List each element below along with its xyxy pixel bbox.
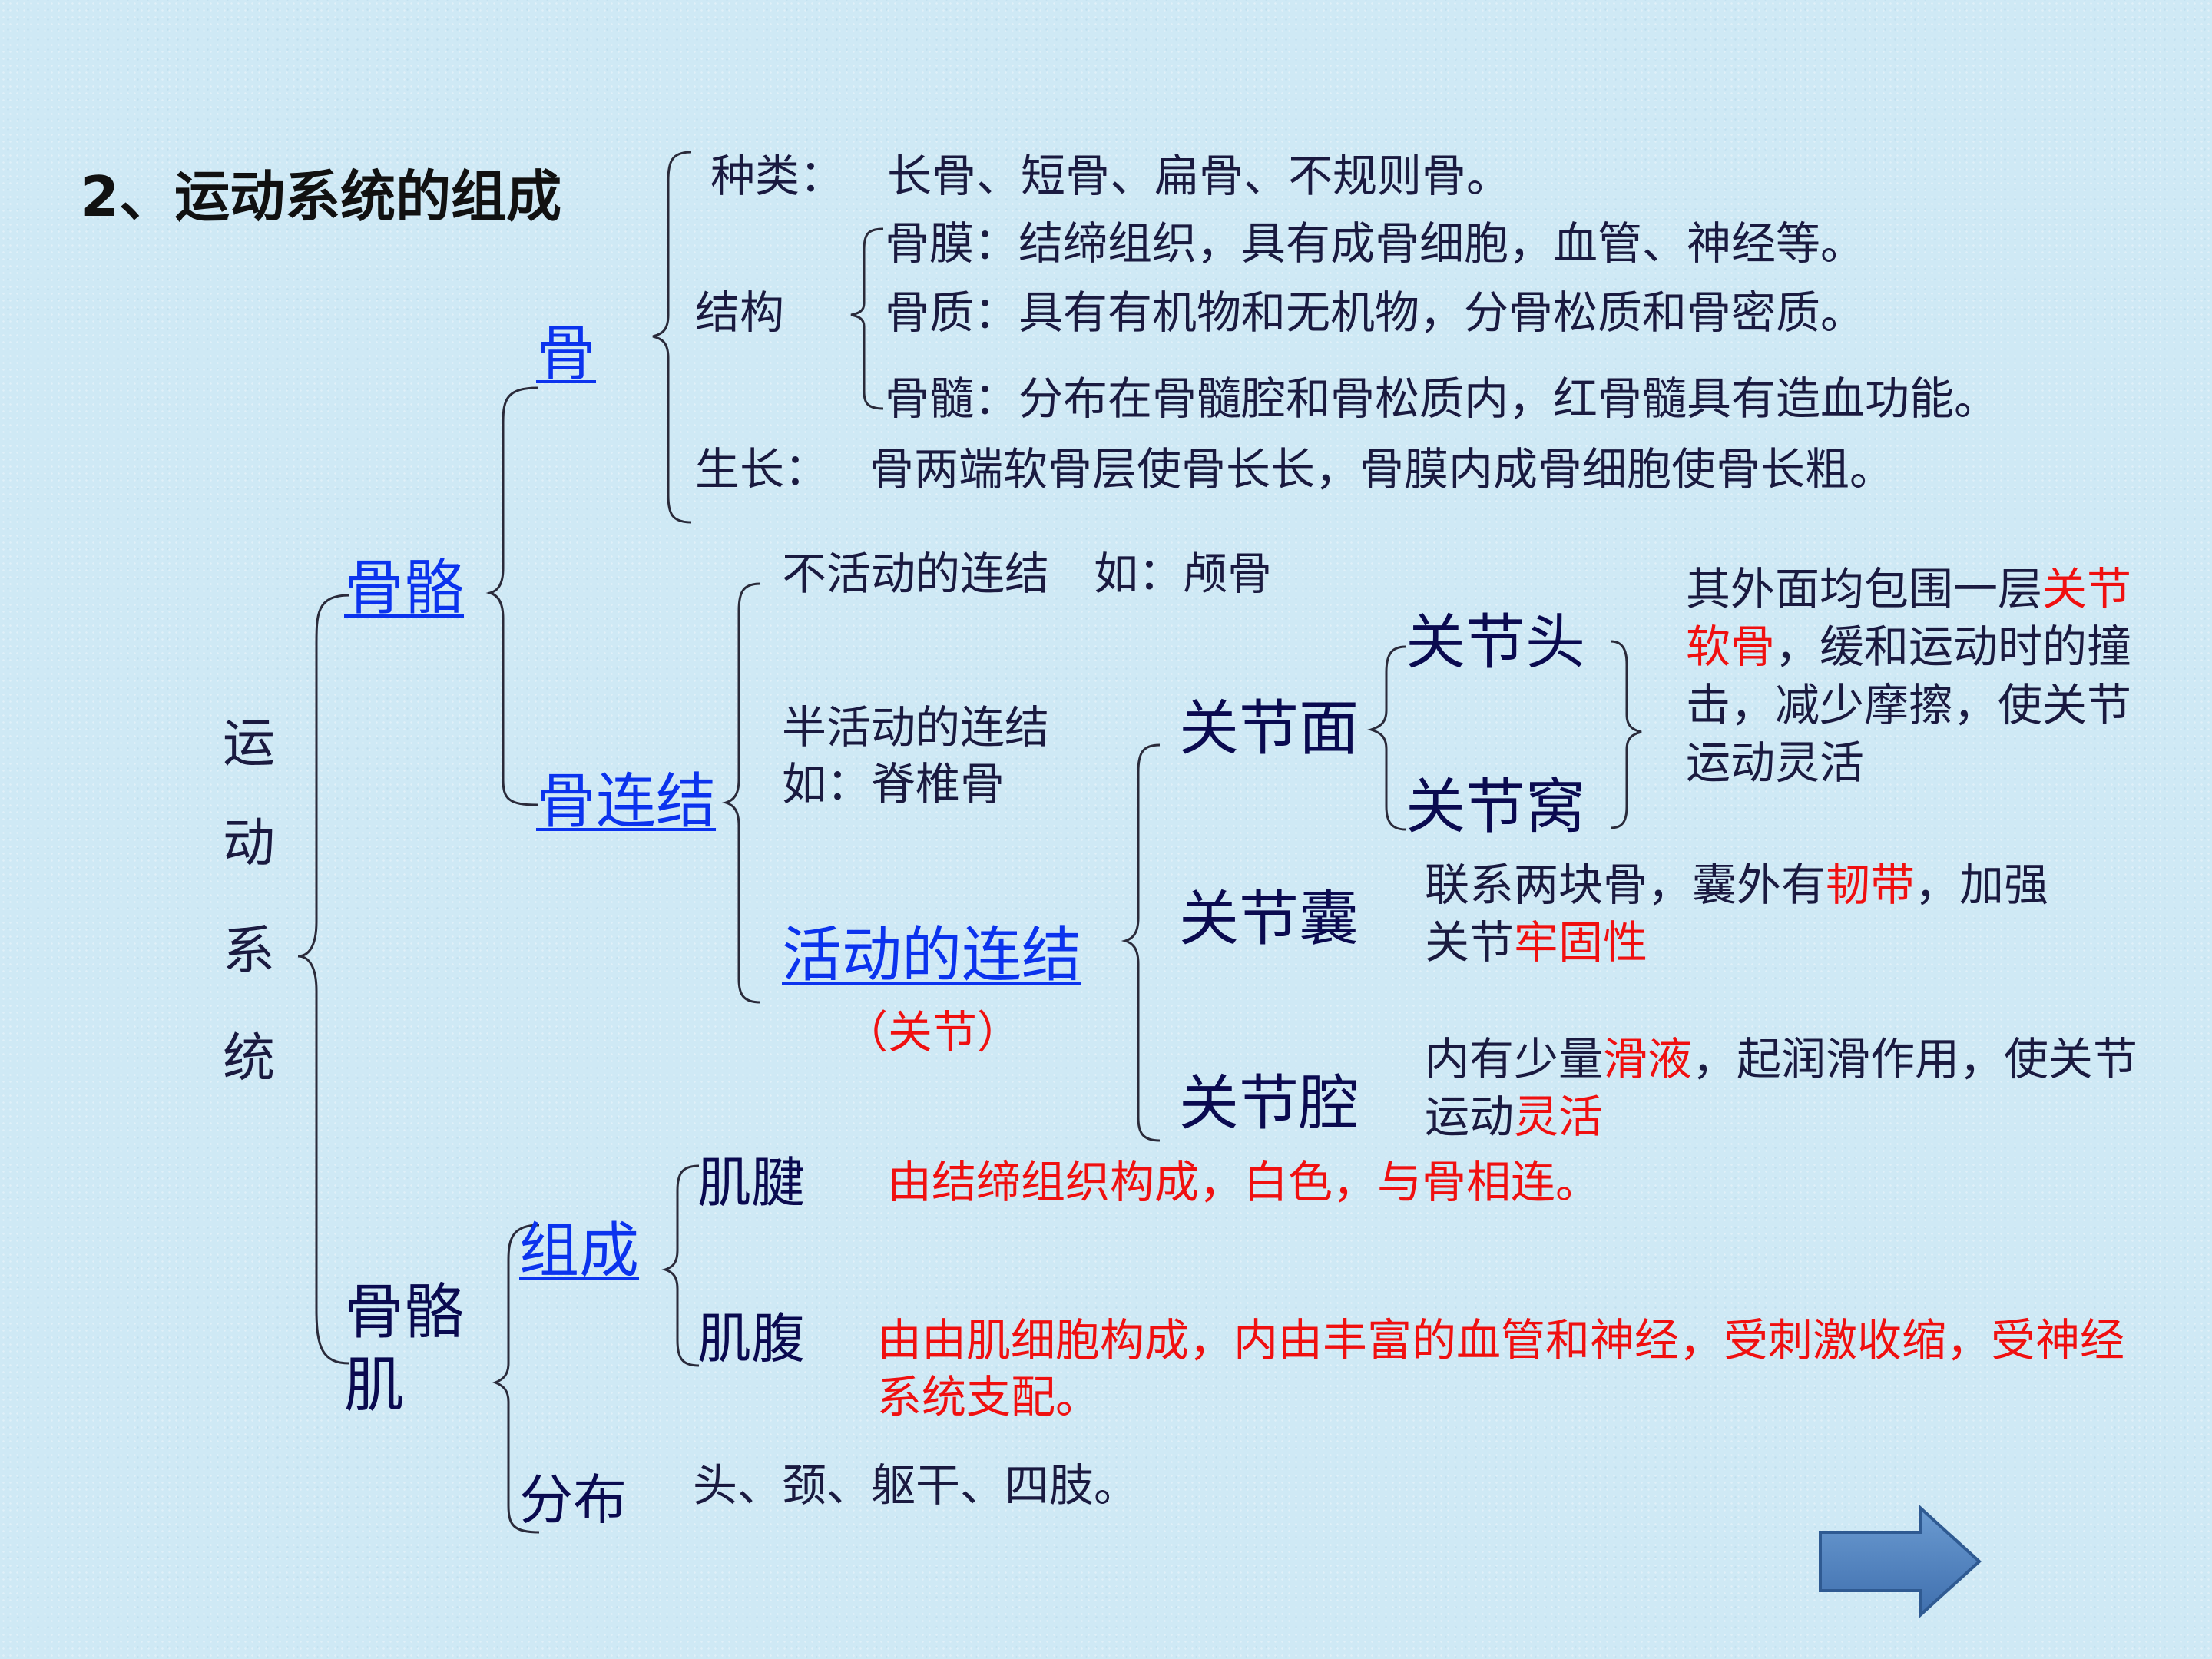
joint-head: 关节头 bbox=[1406, 608, 1586, 677]
joint-semi-line1: 半活动的连结 bbox=[782, 701, 1050, 753]
joint-immovable: 不活动的连结 如：颅骨 bbox=[782, 548, 1273, 600]
joint-socket: 关节窝 bbox=[1406, 773, 1586, 842]
joint-cavity: 关节腔 bbox=[1179, 1069, 1359, 1138]
muscle-tendon: 肌腱 bbox=[697, 1151, 805, 1214]
muscle-composition-link[interactable]: 组成 bbox=[519, 1217, 640, 1286]
brace-composition bbox=[661, 1164, 700, 1367]
muscle-distribution-value: 头、颈、躯干、四肢。 bbox=[693, 1459, 1139, 1512]
right-arrow-icon[interactable] bbox=[1816, 1504, 1985, 1619]
brace-muscle bbox=[492, 1224, 540, 1534]
joint-cartilage-desc: 其外面均包围一层关节软骨，缓和运动时的撞击，减少摩擦，使关节运动灵活 bbox=[1686, 563, 2132, 790]
bone-structure-label: 结构 bbox=[695, 286, 785, 339]
muscle-belly: 肌腹 bbox=[697, 1307, 805, 1370]
brace-surface bbox=[1366, 645, 1406, 831]
muscle-tendon-desc: 由结缔组织构成，白色，与骨相连。 bbox=[887, 1156, 1601, 1208]
bone-kinds-label: 种类： bbox=[710, 150, 845, 202]
skeleton-link[interactable]: 骨骼 bbox=[344, 554, 465, 623]
root-char-4: 统 bbox=[223, 1028, 276, 1089]
bone-periosteum: 骨膜：结缔组织，具有成骨细胞，血管、神经等。 bbox=[885, 217, 1866, 270]
bone-link[interactable]: 骨 bbox=[536, 320, 597, 389]
brace-joint bbox=[721, 582, 761, 1004]
brace-skeleton bbox=[485, 386, 538, 806]
brace-structure bbox=[850, 227, 884, 410]
brace-bone bbox=[652, 151, 692, 524]
root-char-2: 动 bbox=[223, 813, 276, 874]
brace-cartilage bbox=[1610, 640, 1642, 830]
joint-cavity-desc: 内有少量滑液，起润滑作用，使关节运动灵活 bbox=[1425, 1033, 2138, 1144]
root-char-1: 运 bbox=[223, 714, 276, 774]
bone-growth-label: 生长： bbox=[695, 443, 830, 495]
root-char-3: 系 bbox=[223, 921, 276, 982]
brace-movable bbox=[1121, 743, 1161, 1142]
joint-link[interactable]: 骨连结 bbox=[536, 767, 717, 836]
joint-capsule-desc: 联系两块骨，囊外有韧带，加强关节牢固性 bbox=[1425, 859, 2049, 969]
bone-growth-value: 骨两端软骨层使骨长长，骨膜内成骨细胞使骨长粗。 bbox=[869, 443, 1895, 495]
muscle-belly-desc: 由由肌细胞构成，内由丰富的血管和神经，受刺激收缩，受神经系统支配。 bbox=[877, 1314, 2125, 1424]
muscle-distribution: 分布 bbox=[519, 1469, 627, 1532]
joint-capsule: 关节囊 bbox=[1179, 885, 1359, 954]
bone-marrow: 骨髓：分布在骨髓腔和骨松质内，红骨髓具有造血功能。 bbox=[885, 373, 1999, 425]
joint-movable-link[interactable]: 活动的连结 bbox=[782, 921, 1082, 990]
muscle-label-line2: 肌 bbox=[344, 1351, 405, 1420]
joint-movable-note: （关节） bbox=[843, 1006, 1022, 1058]
bone-kinds-value: 长骨、短骨、扁骨、不规则骨。 bbox=[887, 150, 1512, 202]
joint-semi-line2: 如：脊椎骨 bbox=[782, 758, 1005, 810]
joint-surface: 关节面 bbox=[1179, 694, 1359, 763]
muscle-label-line1: 骨骼 bbox=[344, 1278, 465, 1347]
page-title: 2、运动系统的组成 bbox=[81, 164, 562, 229]
bone-substance: 骨质：具有有机物和无机物，分骨松质和骨密质。 bbox=[885, 286, 1866, 339]
brace-root bbox=[297, 594, 350, 1365]
